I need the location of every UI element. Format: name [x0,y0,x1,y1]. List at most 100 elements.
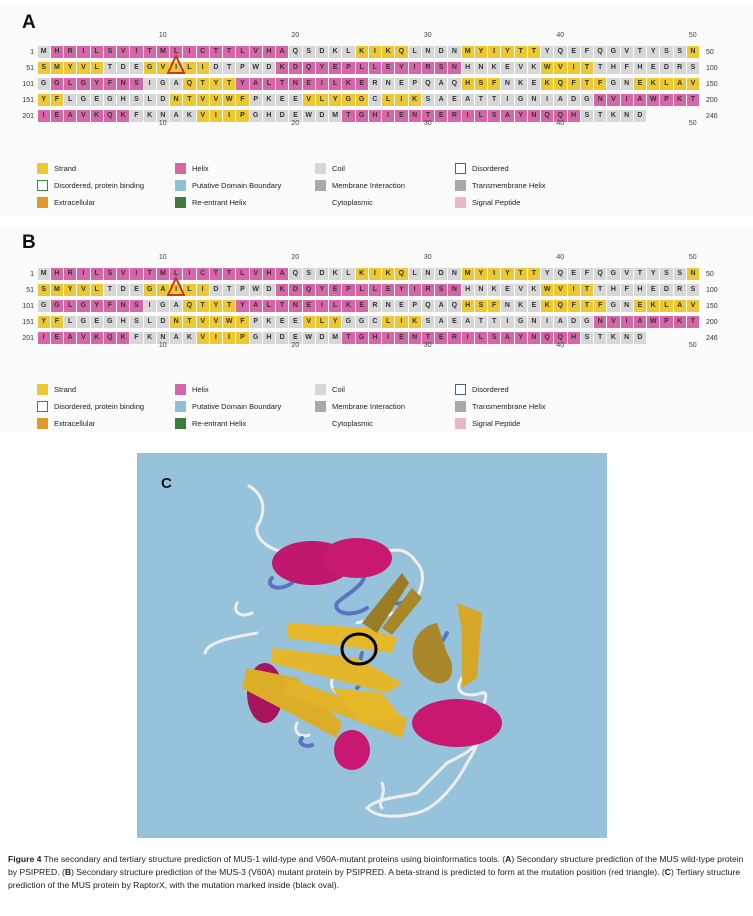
residue: I [501,316,514,328]
ruler-tick-label: 20 [291,32,300,39]
ruler-tick-label: 20 [291,342,300,349]
residue: P [408,78,421,90]
residue: Q [183,78,196,90]
residue: M [37,268,50,280]
residue: H [607,284,620,296]
caption-text-1: The secondary and tertiary structure pre… [41,854,506,864]
residue: E [567,268,580,280]
residue: E [527,300,541,312]
residue: Q [289,46,302,58]
residue: K [527,62,541,74]
residue: G [607,78,620,90]
residue: Q [594,46,607,58]
residue: E [448,94,461,106]
residue: E [435,332,448,344]
residue: G [143,62,156,74]
residue: P [249,94,262,106]
legend-swatch [37,163,48,174]
residue: C [196,46,209,58]
residue: K [541,78,554,90]
residue: G [143,284,156,296]
residue: K [607,110,620,122]
residue: R [64,46,77,58]
residue: N [408,332,421,344]
caption-text-2: ) Secondary structure prediction of the … [8,854,744,877]
residue: Y [236,78,249,90]
residue: Y [209,300,223,312]
residue: G [249,110,262,122]
legend-swatch [175,418,186,429]
residue: L [90,268,103,280]
residue: F [567,78,580,90]
residue: L [64,300,77,312]
residue: T [276,78,289,90]
residue: T [488,316,501,328]
ruler-tick-label: 30 [423,254,432,261]
residue: F [567,300,580,312]
residue: Y [37,94,50,106]
residue: F [236,94,249,106]
residue: Q [554,332,567,344]
residue: F [620,284,633,296]
residue: K [527,284,541,296]
residue: T [527,268,541,280]
residue: I [130,268,143,280]
residue: N [501,300,514,312]
residue: A [276,46,289,58]
residue: D [315,268,329,280]
caption-text-3: ) Secondary structure prediction of the … [71,867,665,877]
legend-label: Disordered [472,164,509,173]
residue: K [673,94,686,106]
row-start-position: 1 [30,49,34,56]
residue: V [196,316,209,328]
residue: S [580,110,594,122]
residue: S [37,284,50,296]
residue: N [156,332,170,344]
residue: R [421,284,435,296]
residue: E [382,284,395,296]
residue: D [435,46,448,58]
residue: Y [37,316,50,328]
residue: L [64,78,77,90]
residue: G [37,300,50,312]
residue: N [686,46,700,58]
legend-label: Extracellular [54,419,96,428]
residue: D [289,62,302,74]
residue: Y [90,300,103,312]
residue: I [488,268,501,280]
ruler-tick-label: 30 [423,342,432,349]
residue: V [686,78,700,90]
residue: H [368,110,382,122]
residue: T [514,268,527,280]
residue: L [183,284,196,296]
legend-swatch [37,197,48,208]
residue: N [170,94,183,106]
residue: W [249,284,262,296]
residue: T [143,46,156,58]
ruler-tick-label: 10 [158,254,167,261]
residue: W [647,94,660,106]
residue: V [554,62,567,74]
residue: R [368,300,382,312]
legend-label: Helix [192,385,209,394]
residue: L [368,62,382,74]
residue: V [77,110,90,122]
row-start-position: 201 [22,113,34,120]
residue: L [382,316,395,328]
residue: A [170,110,183,122]
residue: F [103,300,117,312]
residue: D [276,332,289,344]
ruler-tick-label: 50 [688,32,697,39]
ruler-tick-label: 50 [688,342,697,349]
residue: S [103,46,117,58]
residue: E [50,110,64,122]
residue: T [342,110,355,122]
legend-label: Extracellular [54,198,96,207]
residue: E [289,332,302,344]
residue: L [170,268,183,280]
residue: P [342,284,355,296]
residue: V [607,94,620,106]
residue: M [156,46,170,58]
residue: Q [554,268,567,280]
